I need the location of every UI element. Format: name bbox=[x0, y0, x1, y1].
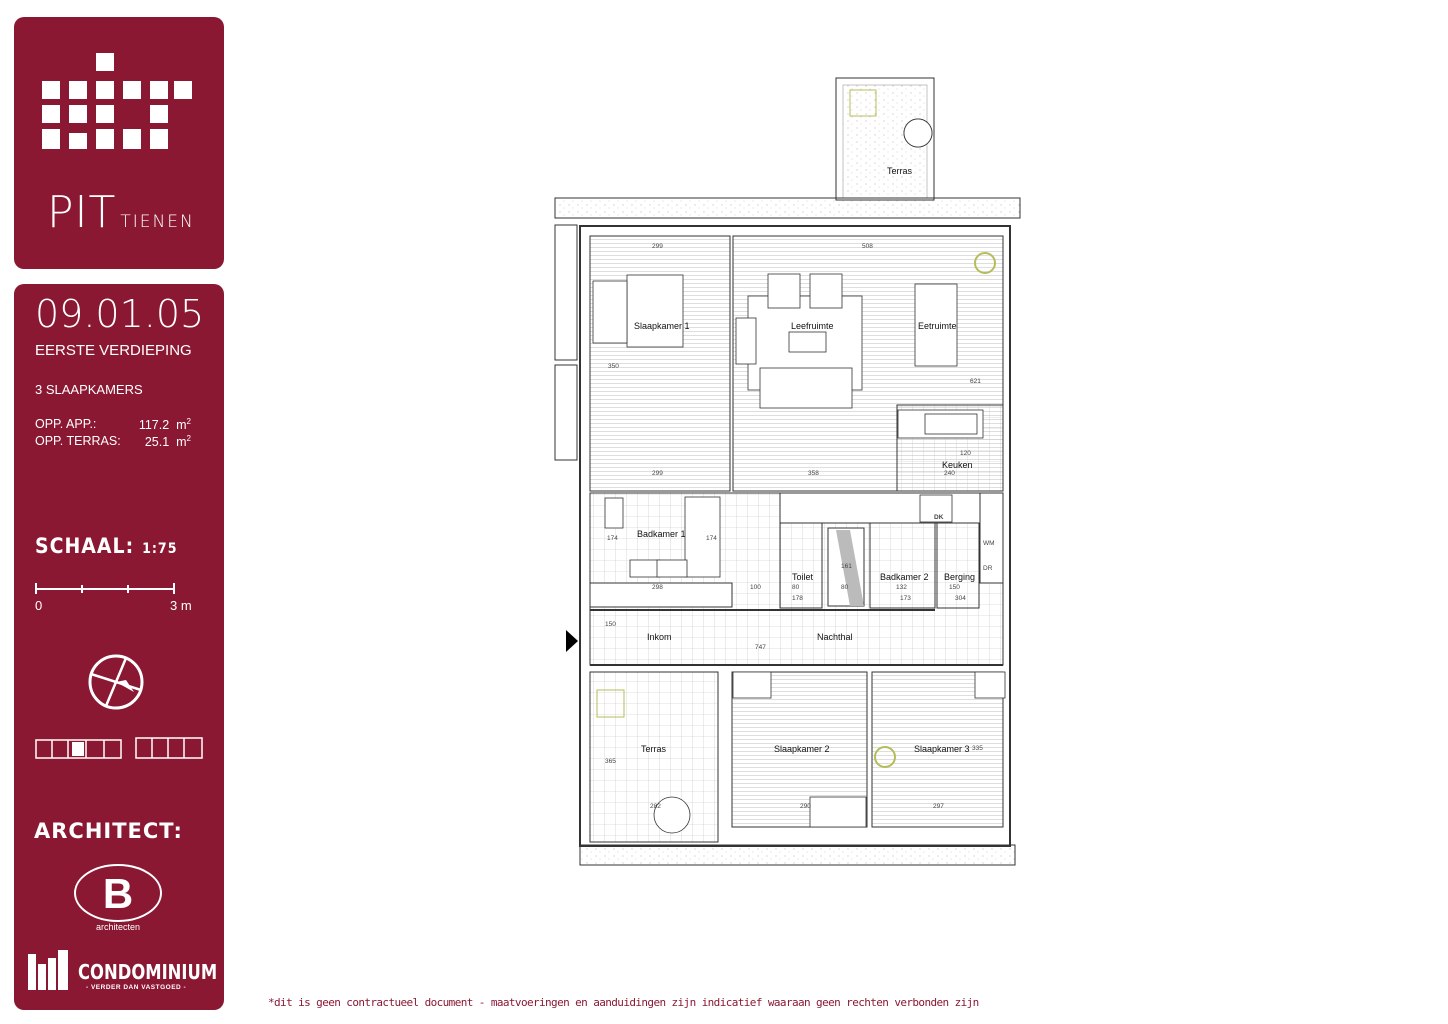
architect-caption: architecten bbox=[95, 922, 141, 932]
room-label-slaapkamer-1: Slaapkamer 1 bbox=[634, 321, 690, 331]
room-label-inkom: Inkom bbox=[647, 632, 672, 642]
info-panel: 09.01.05 EERSTE VERDIEPING 3 SLAAPKAMERS… bbox=[14, 284, 224, 1010]
scale-start: 0 bbox=[35, 598, 43, 613]
svg-text:240: 240 bbox=[944, 470, 955, 477]
svg-text:150: 150 bbox=[949, 584, 960, 591]
room-label-berging: Berging bbox=[944, 572, 975, 582]
unit-number: 09.01.05 bbox=[35, 292, 205, 336]
svg-text:100: 100 bbox=[750, 584, 761, 591]
developer-name: CONDOMINIUM bbox=[78, 960, 218, 984]
pit-logo-icon bbox=[42, 53, 192, 149]
room-label-badkamer-2: Badkamer 2 bbox=[880, 572, 929, 582]
room-label-terras-bottom: Terras bbox=[641, 744, 667, 754]
room-label-badkamer-1: Badkamer 1 bbox=[637, 529, 686, 539]
room-label-slaapkamer-2: Slaapkamer 2 bbox=[774, 744, 830, 754]
cooktop-label: DK bbox=[934, 514, 944, 521]
developer-tagline: - VERDER DAN VASTGOED - bbox=[86, 984, 187, 991]
disclaimer: *dit is geen contractueel document - maa… bbox=[268, 996, 979, 1009]
furniture bbox=[592, 118, 1006, 834]
balcony-top-ledge bbox=[554, 197, 1021, 219]
architect-label: ARCHITECT: bbox=[34, 819, 183, 843]
svg-text:621: 621 bbox=[970, 378, 981, 385]
area-apartment: OPP. APP.:117.2 m2 bbox=[35, 417, 191, 433]
svg-text:290: 290 bbox=[800, 803, 811, 810]
scale-bar bbox=[35, 583, 175, 594]
washer-label: WM bbox=[983, 540, 995, 547]
svg-text:174: 174 bbox=[706, 535, 717, 542]
room-label-leefruimte: Leefruimte bbox=[791, 321, 834, 331]
svg-text:358: 358 bbox=[808, 470, 819, 477]
svg-text:350: 350 bbox=[608, 363, 619, 370]
entrance-arrow-icon bbox=[566, 630, 578, 652]
dimension-labels: 299 508 350 299 358 621 120 240 174 174 … bbox=[605, 243, 983, 810]
svg-text:299: 299 bbox=[652, 243, 663, 250]
architect-logo: B bbox=[74, 864, 162, 922]
svg-text:132: 132 bbox=[896, 584, 907, 591]
building-elevation-icon bbox=[35, 737, 203, 759]
svg-text:80: 80 bbox=[792, 584, 800, 591]
room-label-keuken: Keuken bbox=[942, 460, 973, 470]
svg-text:80: 80 bbox=[841, 584, 849, 591]
area-terrace: OPP. TERRAS:25.1 m2 bbox=[35, 434, 191, 450]
svg-text:508: 508 bbox=[862, 243, 873, 250]
svg-text:299: 299 bbox=[652, 470, 663, 477]
room-label-terras-top: Terras bbox=[887, 166, 913, 176]
svg-text:150: 150 bbox=[605, 621, 616, 628]
svg-text:365: 365 bbox=[605, 758, 616, 765]
svg-text:161: 161 bbox=[841, 563, 852, 570]
room-label-toilet: Toilet bbox=[792, 572, 814, 582]
dryer-label: DR bbox=[983, 565, 993, 572]
svg-text:304: 304 bbox=[955, 595, 966, 602]
svg-text:747: 747 bbox=[755, 644, 766, 651]
scale-label: SCHAAL:1:75 bbox=[35, 534, 178, 558]
svg-text:B: B bbox=[103, 870, 133, 917]
condominium-logo-icon bbox=[28, 950, 68, 990]
svg-text:335: 335 bbox=[972, 745, 983, 752]
svg-text:297: 297 bbox=[933, 803, 944, 810]
svg-text:174: 174 bbox=[607, 535, 618, 542]
svg-text:173: 173 bbox=[900, 595, 911, 602]
scale-end: 3 m bbox=[170, 598, 192, 613]
floor-level: EERSTE VERDIEPING bbox=[35, 342, 192, 359]
room-label-nachthal: Nachthal bbox=[817, 632, 853, 642]
bedroom-count: 3 SLAAPKAMERS bbox=[35, 382, 143, 397]
svg-text:282: 282 bbox=[650, 803, 661, 810]
room-label-eetruimte: Eetruimte bbox=[918, 321, 957, 331]
svg-text:178: 178 bbox=[792, 595, 803, 602]
compass-icon bbox=[88, 654, 144, 710]
svg-text:120: 120 bbox=[960, 450, 971, 457]
svg-text:298: 298 bbox=[652, 584, 663, 591]
room-label-slaapkamer-3: Slaapkamer 3 bbox=[914, 744, 970, 754]
